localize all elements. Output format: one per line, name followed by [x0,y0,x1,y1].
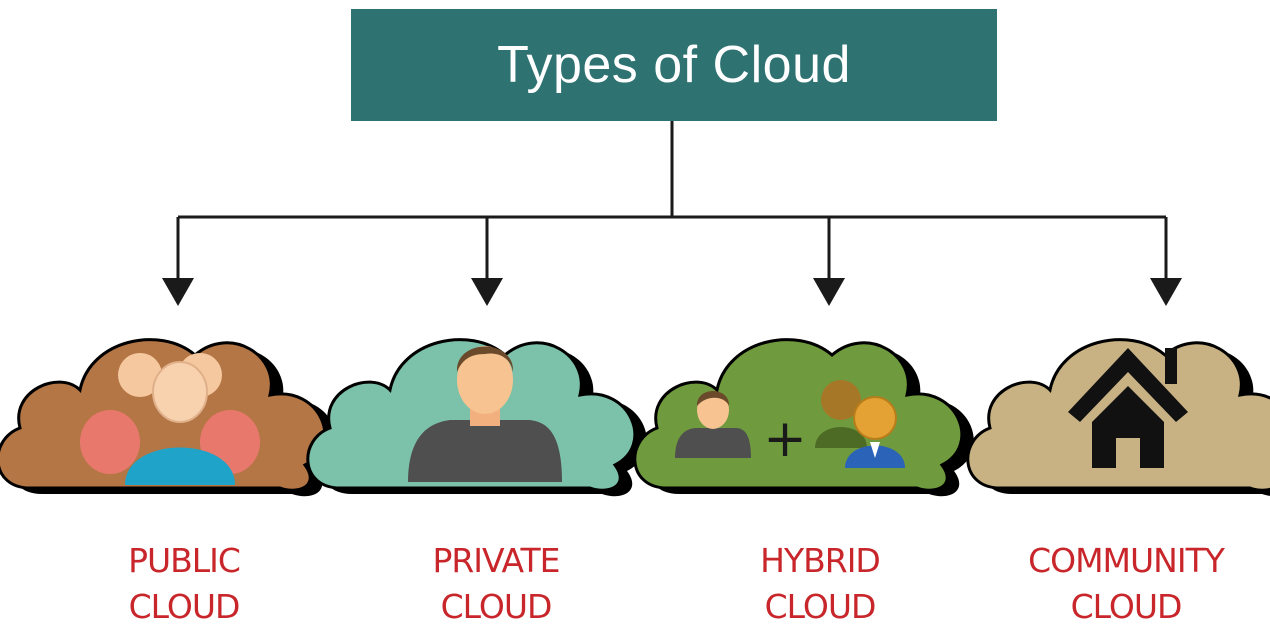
arrow-private [471,278,503,306]
single-person-icon [675,391,751,458]
arrowheads [162,278,1182,306]
label-private-cloud: PRIVATE CLOUD [366,538,626,630]
plus-operator: + [763,409,807,469]
label-line-2: CLOUD [440,587,553,626]
group-of-people-icon [80,353,260,485]
title-banner: Types of Cloud [351,9,997,121]
label-hybrid-cloud: HYBRID CLOUD [690,538,950,630]
arrow-community [1150,278,1182,306]
label-line-2: CLOUD [764,587,877,626]
label-line-1: HYBRID [760,541,881,580]
label-public-cloud: PUBLIC CLOUD [54,538,314,630]
house-icon [1068,348,1188,468]
connector-lines [176,121,1168,290]
arrow-public [162,278,194,306]
label-line-2: CLOUD [1070,587,1183,626]
public-cloud [0,338,337,497]
community-cloud [966,338,1270,497]
page-title: Types of Cloud [497,36,851,94]
label-line-1: PRIVATE [432,541,560,580]
hybrid-cloud: + [633,338,974,497]
label-line-1: COMMUNITY [1028,541,1225,580]
group-of-people-icon [815,380,905,468]
single-person-icon [408,346,562,482]
arrow-hybrid [813,278,845,306]
private-cloud [306,338,647,497]
label-line-1: PUBLIC [128,541,241,580]
label-line-2: CLOUD [128,587,241,626]
label-community-cloud: COMMUNITY CLOUD [996,538,1256,630]
